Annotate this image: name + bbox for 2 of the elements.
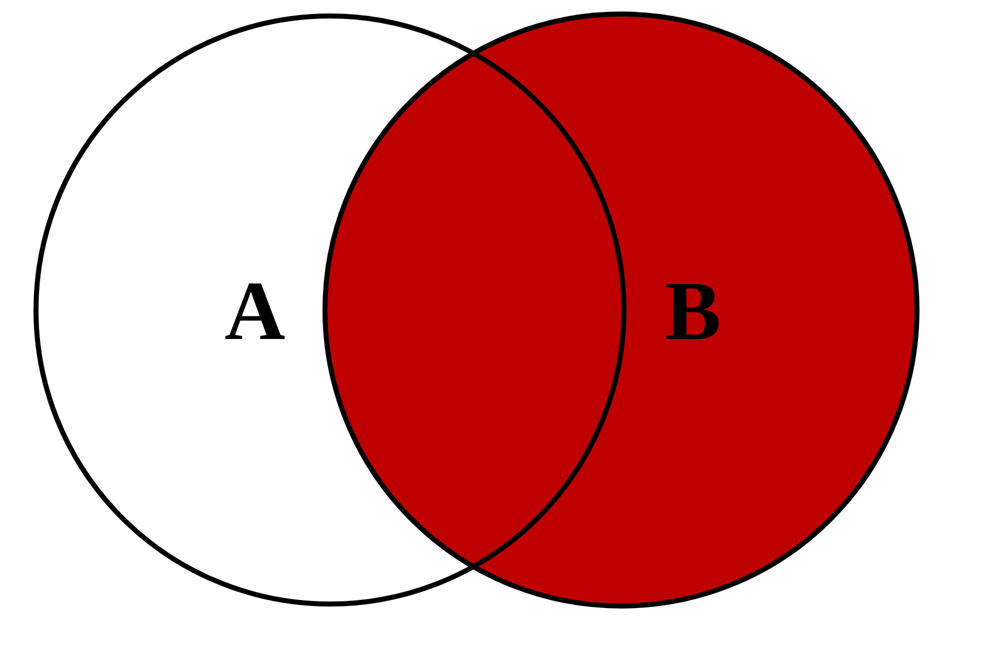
set-label: B <box>664 270 722 354</box>
set-label: A <box>224 270 286 354</box>
